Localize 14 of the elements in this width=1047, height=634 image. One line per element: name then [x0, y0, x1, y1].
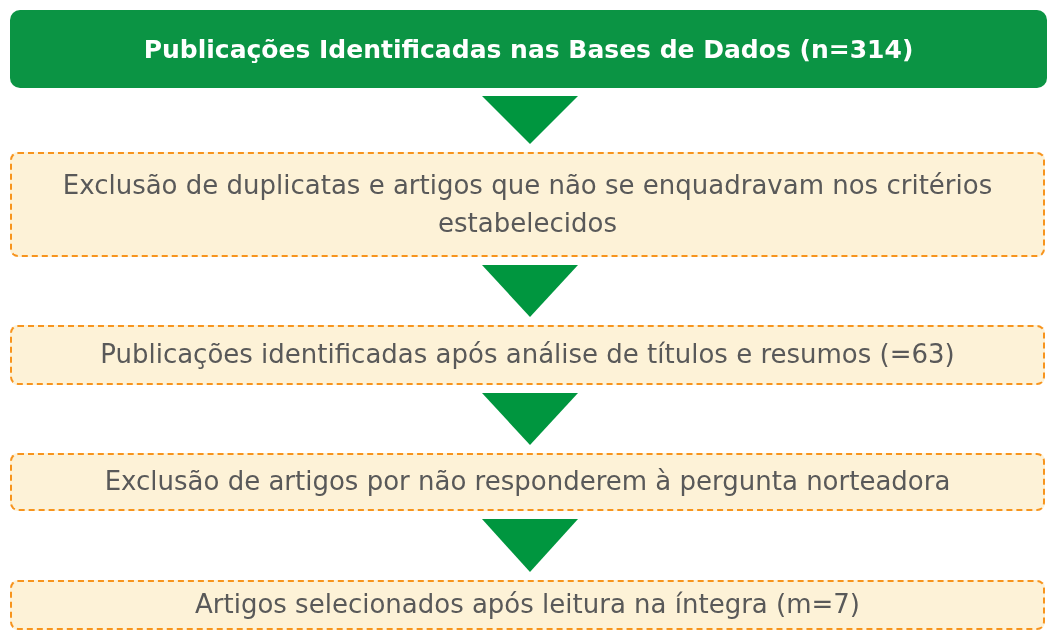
process-box [10, 152, 1045, 257]
down-arrow [482, 265, 578, 317]
box-text: Exclusão de duplicatas e artigos que não se enquadravam nos critérios estabelecidos [61, 168, 994, 240]
box-text: Artigos selecionados após leitura na íntegra (m=7) [195, 588, 860, 622]
down-arrow [482, 96, 578, 144]
down-arrow [482, 519, 578, 572]
header-box [10, 10, 1047, 88]
process-box [10, 325, 1045, 385]
box-text: Publicações identificadas após análise de títulos e resumos (=63) [100, 338, 955, 372]
down-arrow [482, 393, 578, 445]
box-text: Exclusão de artigos por não responderem à pergunta norteadora [104, 465, 951, 499]
process-box [10, 453, 1045, 511]
process-box [10, 580, 1045, 630]
box-text: Publicações Identificadas nas Bases de Dados (n=314) [143, 34, 914, 64]
